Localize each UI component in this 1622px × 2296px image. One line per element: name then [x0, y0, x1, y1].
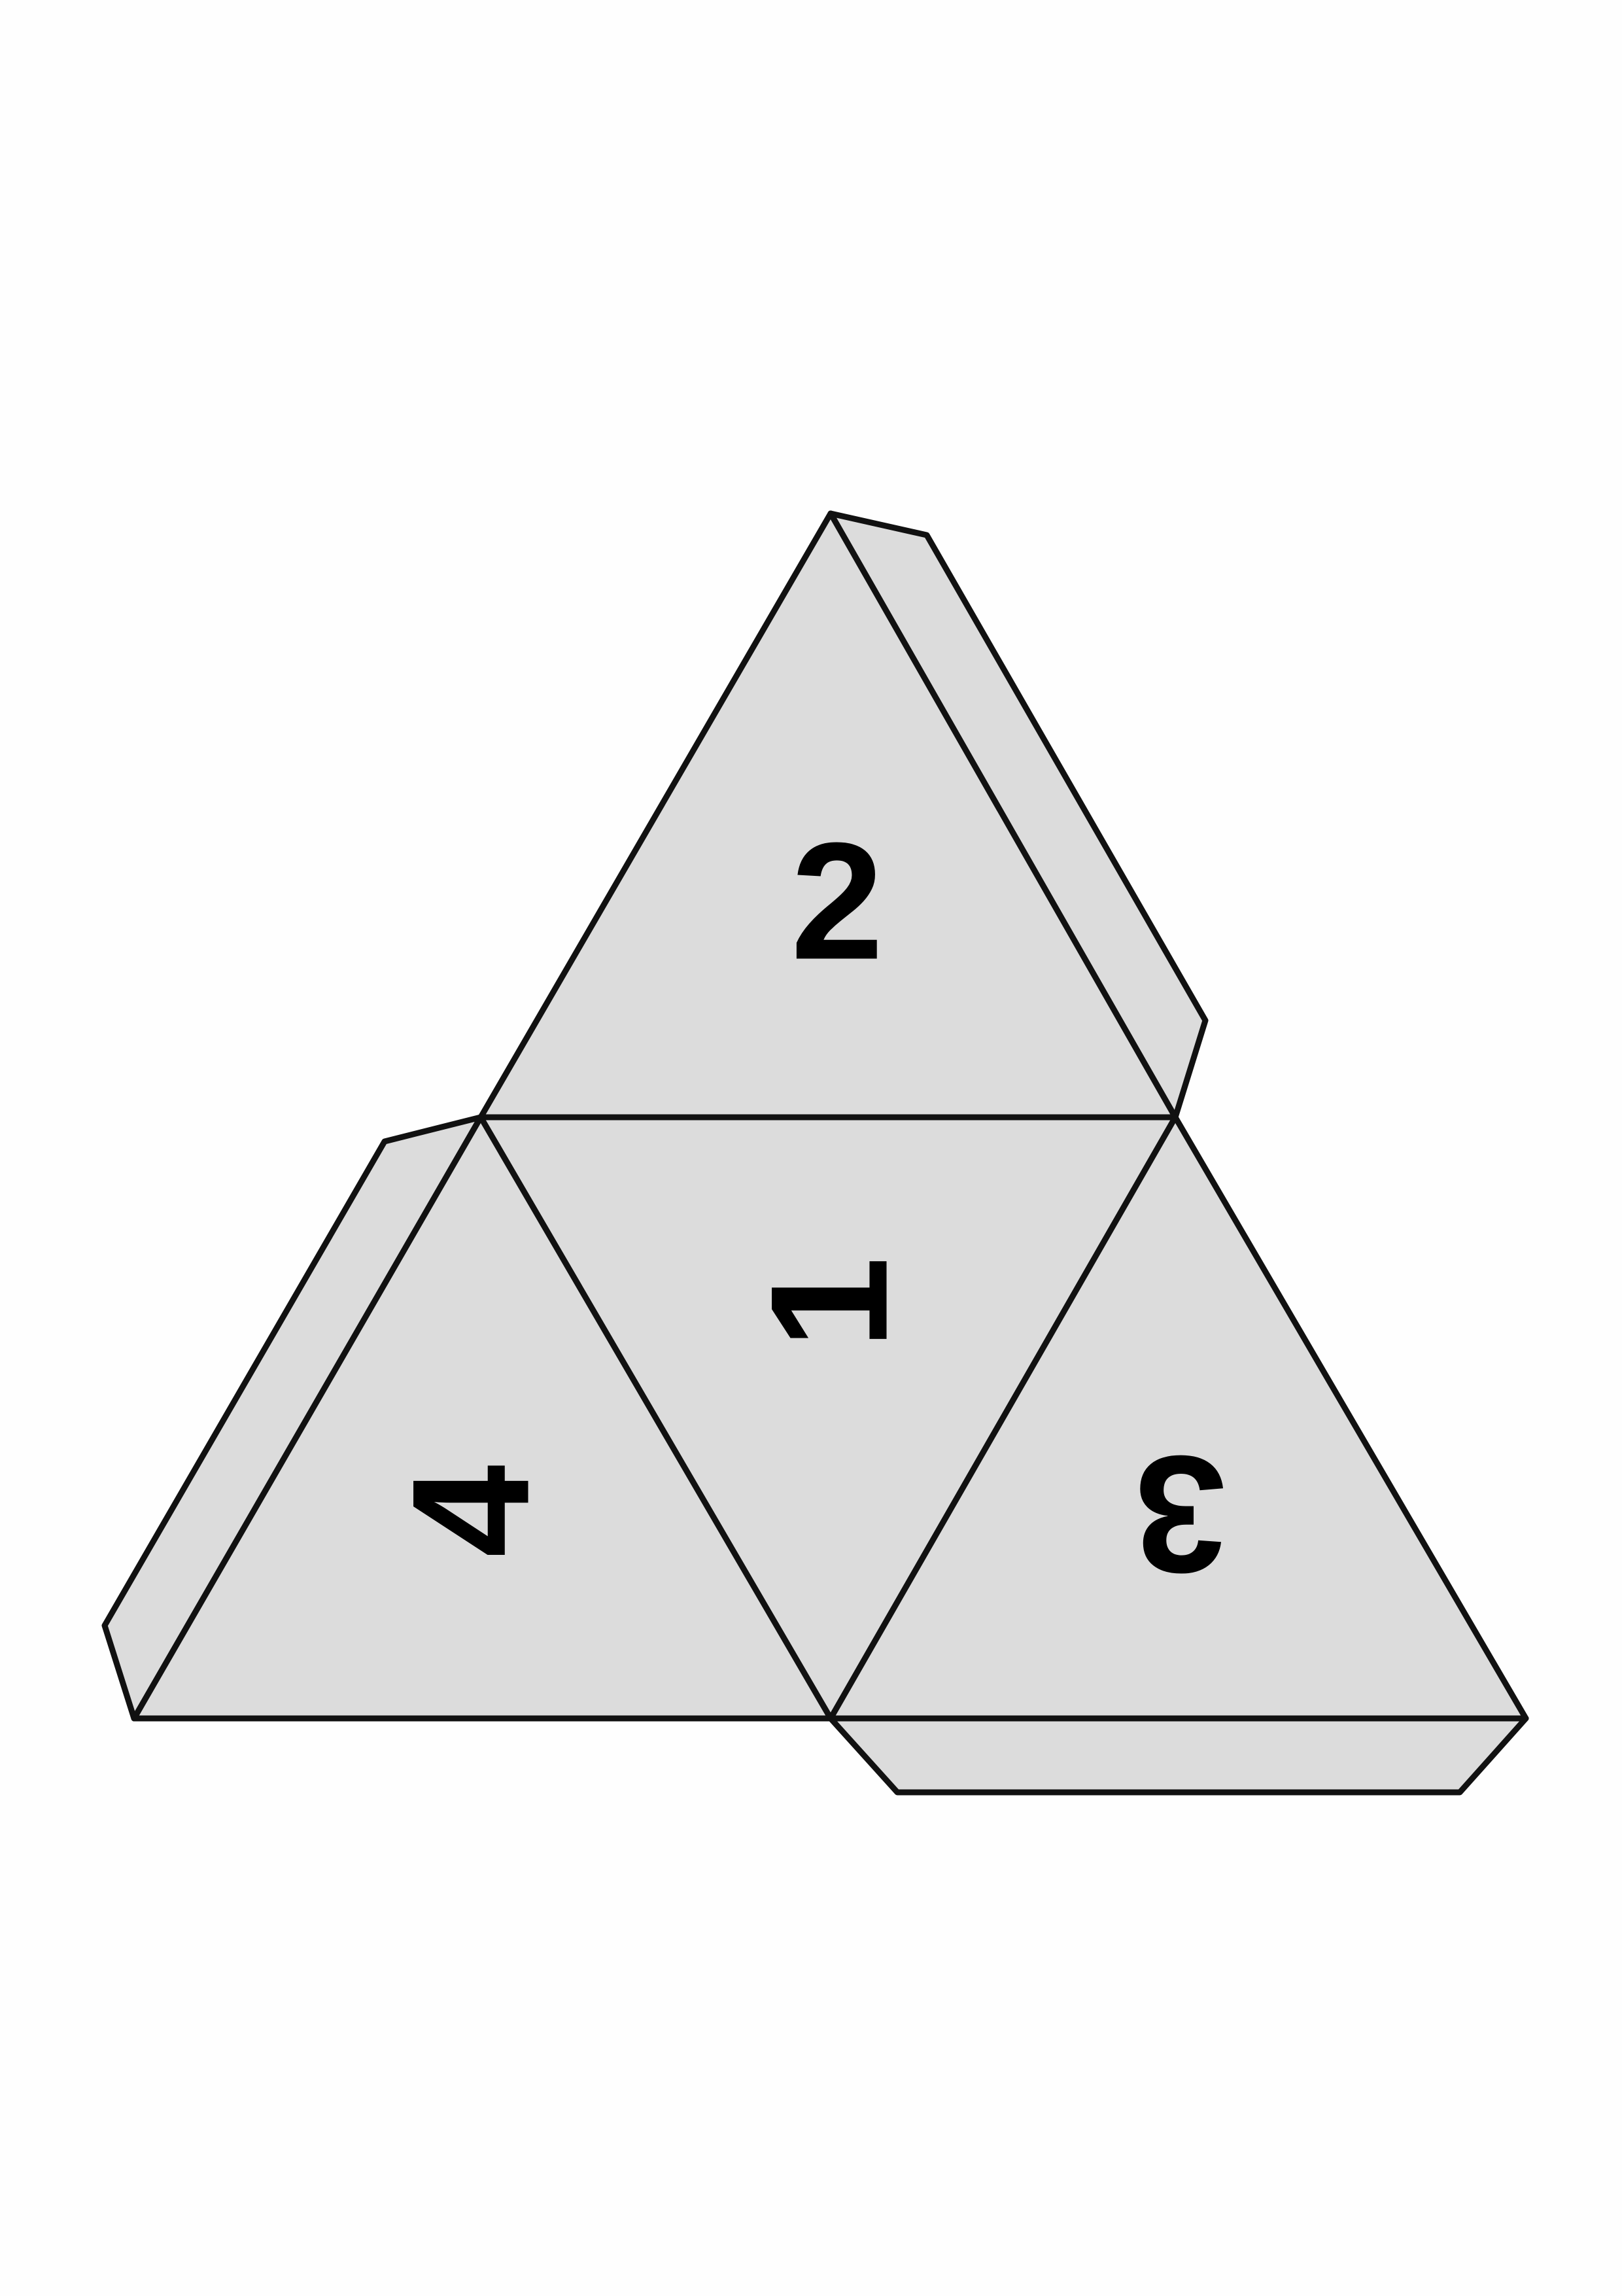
face-4-number: 4: [378, 1465, 564, 1557]
face-2-number: 2: [791, 809, 884, 995]
face-3-number: 3: [1134, 1421, 1227, 1608]
face-4-triangle: [131, 1114, 834, 1722]
glue-tab-bottom: [827, 1715, 1529, 1796]
face-3-triangle: [827, 1114, 1529, 1722]
face-1-number: 1: [736, 1257, 923, 1349]
